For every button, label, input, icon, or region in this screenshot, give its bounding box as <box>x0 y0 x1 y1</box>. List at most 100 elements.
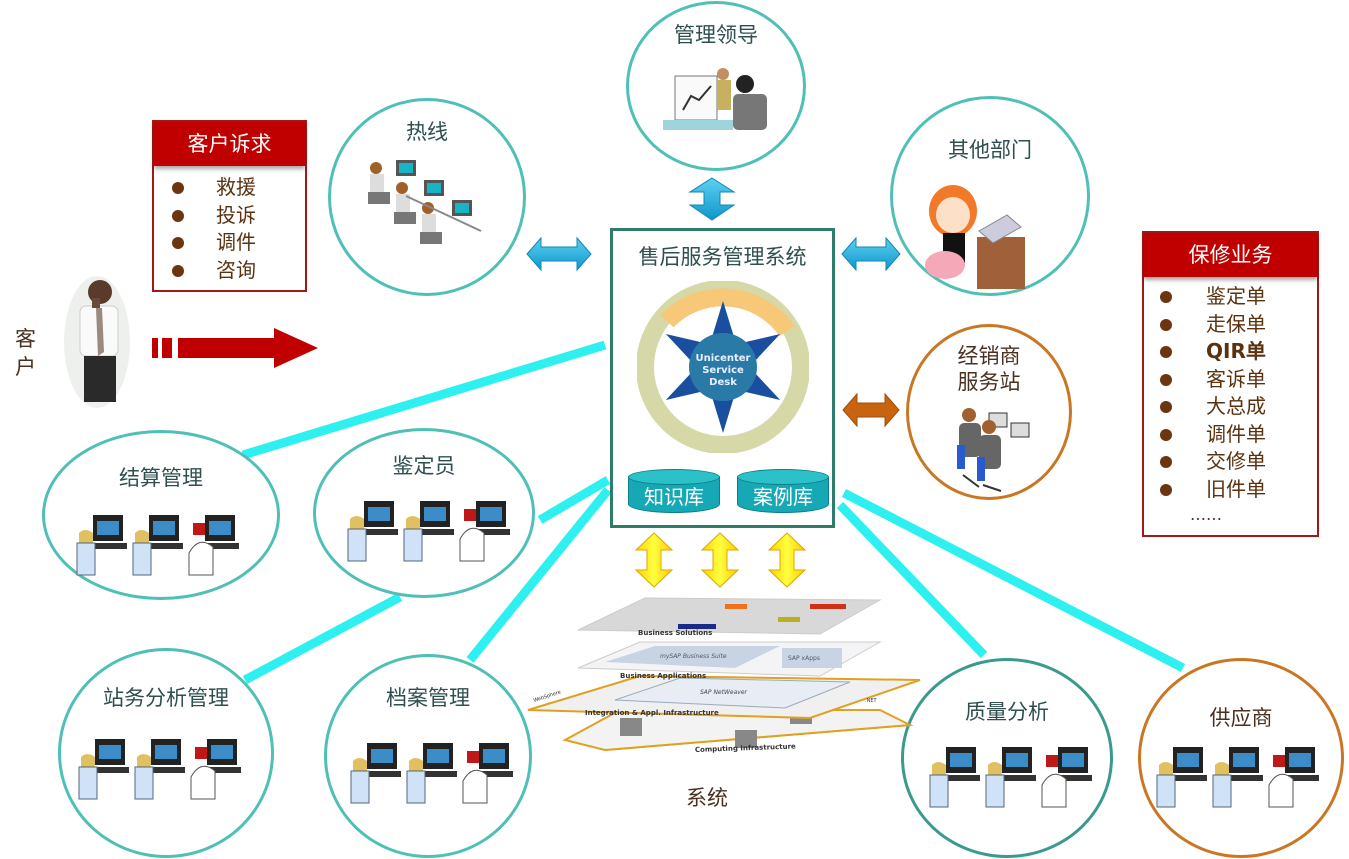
list-item-text: 投诉 <box>216 202 256 227</box>
list-item-text: 交修单 <box>1206 449 1266 473</box>
service-desk-logo: Unicenter Service Desk <box>637 281 809 453</box>
connector-station-analysis <box>242 593 403 684</box>
list-item-text: 鉴定单 <box>1206 284 1266 308</box>
system-label: 系统 <box>686 786 728 810</box>
workstations-icon <box>346 499 516 569</box>
node-hotline-label: 热线 <box>406 120 448 144</box>
list-item: QIR单 <box>1144 338 1317 366</box>
connector-supplier <box>841 489 1186 672</box>
double-arrow-system-3-icon <box>767 532 807 588</box>
connector-appraiser <box>537 476 611 524</box>
knowledge-base-label: 知识库 <box>644 485 704 509</box>
list-item-text: 调件单 <box>1206 421 1266 446</box>
workstations-icon <box>77 737 247 807</box>
node-dealer-label-line2: 服务站 <box>957 370 1021 394</box>
list-item-text: 走保单 <box>1206 311 1266 336</box>
after-sales-system-box: 售后服务管理系统 Unicenter Service Desk 知识库 案例库 <box>610 228 835 528</box>
layer-label-applications: Business Applications <box>620 672 706 680</box>
mysap-label: mySAP Business Suite <box>660 653 727 660</box>
node-quality-analysis-label: 质量分析 <box>965 700 1049 724</box>
logo-text-line2: Service <box>702 365 744 376</box>
list-item-text: 客诉单 <box>1206 366 1266 391</box>
warranty-business-box: 保修业务 鉴定单 走保单 QIR单 客诉单 大总成 调件单 交修单 旧件单 …… <box>1142 231 1319 537</box>
dotnet-label: .NET <box>865 698 877 704</box>
call-center-agents-icon <box>368 160 482 244</box>
node-station-analysis-label: 站务分析管理 <box>103 686 229 710</box>
layer-label-computing: Computing Infrastructure <box>695 742 796 754</box>
bullet-icon <box>172 182 184 194</box>
logo-text-line3: Desk <box>709 377 737 388</box>
node-archive: 档案管理 <box>324 654 532 858</box>
case-library-db[interactable]: 案例库 <box>737 469 829 513</box>
customer-label: 客户 <box>15 325 39 381</box>
list-item: 咨询 <box>154 257 305 285</box>
list-item: 交修单 <box>1144 448 1317 476</box>
bullet-icon <box>1160 456 1172 468</box>
node-management: 管理领导 <box>626 1 806 171</box>
connector-archive <box>466 487 612 663</box>
list-item: 投诉 <box>154 202 305 230</box>
double-arrow-system-1-icon <box>634 532 674 588</box>
list-item-text: 旧件单 <box>1206 476 1266 501</box>
node-supplier: 供应商 <box>1138 658 1344 858</box>
list-item: 旧件单 <box>1144 476 1317 504</box>
double-arrow-management-icon <box>688 177 736 221</box>
managers-presentation-icon <box>663 68 767 130</box>
workstations-icon <box>1155 745 1325 815</box>
node-other-departments: 其他部门 <box>890 96 1090 296</box>
list-item: 救援 <box>154 174 305 202</box>
customer-requests-box: 客户诉求 救援 投诉 调件 咨询 <box>152 120 307 292</box>
knowledge-base-db[interactable]: 知识库 <box>628 469 720 513</box>
node-quality-analysis: 质量分析 <box>901 658 1113 858</box>
connector-quality <box>836 501 988 659</box>
workstations-icon <box>349 741 519 811</box>
netweaver-label: SAP NetWeaver <box>700 689 748 696</box>
list-item: 鉴定单 <box>1144 283 1317 311</box>
node-archive-label: 档案管理 <box>386 686 470 710</box>
list-item: 走保单 <box>1144 311 1317 339</box>
case-library-label: 案例库 <box>753 485 813 509</box>
node-hotline: 热线 <box>328 98 526 296</box>
bullet-icon <box>1160 483 1172 496</box>
customer-label-text: 客户 <box>15 327 36 379</box>
list-item: 客诉单 <box>1144 366 1317 394</box>
double-arrow-departments-icon <box>841 236 901 272</box>
bullet-icon <box>172 209 184 222</box>
layer-label-integration: Integration & Appl. Infrastructure <box>585 709 719 717</box>
node-station-analysis: 站务分析管理 <box>58 648 274 858</box>
layer-solutions <box>577 597 882 635</box>
layer-label-solutions: Business Solutions <box>638 629 712 637</box>
workstations-icon <box>75 513 245 583</box>
dealer-agents-icon <box>957 408 1030 492</box>
customer-requests-list: 救援 投诉 调件 咨询 <box>154 166 305 284</box>
list-item-text: 救援 <box>216 175 256 199</box>
double-arrow-dealer-icon <box>842 392 900 428</box>
bullet-icon <box>1160 401 1172 413</box>
bullet-icon <box>172 264 184 277</box>
node-supplier-label: 供应商 <box>1209 706 1273 730</box>
logo-text-line1: Unicenter <box>696 353 751 364</box>
list-item-text: QIR单 <box>1206 339 1266 363</box>
bullet-icon <box>1160 318 1172 331</box>
more-ellipsis: …… <box>1190 505 1222 524</box>
node-dealer-station-label: 经销商 服务站 <box>909 343 1069 395</box>
customer-requests-title: 客户诉求 <box>154 122 305 166</box>
node-other-departments-label: 其他部门 <box>948 138 1032 162</box>
support-agent-icon <box>925 185 1025 289</box>
warranty-business-list: 鉴定单 走保单 QIR单 客诉单 大总成 调件单 交修单 旧件单 <box>1144 277 1317 503</box>
bullet-icon <box>1160 291 1172 303</box>
xapps-label: SAP xApps <box>788 655 820 662</box>
connector-settlement <box>241 340 607 460</box>
list-item-text: 咨询 <box>216 257 256 282</box>
node-management-label: 管理领导 <box>674 23 758 47</box>
node-appraiser: 鉴定员 <box>313 428 535 598</box>
list-item: 大总成 <box>1144 393 1317 421</box>
node-dealer-station: 经销商 服务站 <box>906 324 1072 500</box>
node-dealer-label-line1: 经销商 <box>957 344 1021 368</box>
bullet-icon <box>1160 373 1172 386</box>
warranty-business-title: 保修业务 <box>1144 233 1317 277</box>
node-settlement: 结算管理 <box>42 430 280 600</box>
list-item: 调件单 <box>1144 421 1317 449</box>
workstations-icon <box>928 745 1098 815</box>
node-appraiser-label: 鉴定员 <box>392 454 456 478</box>
